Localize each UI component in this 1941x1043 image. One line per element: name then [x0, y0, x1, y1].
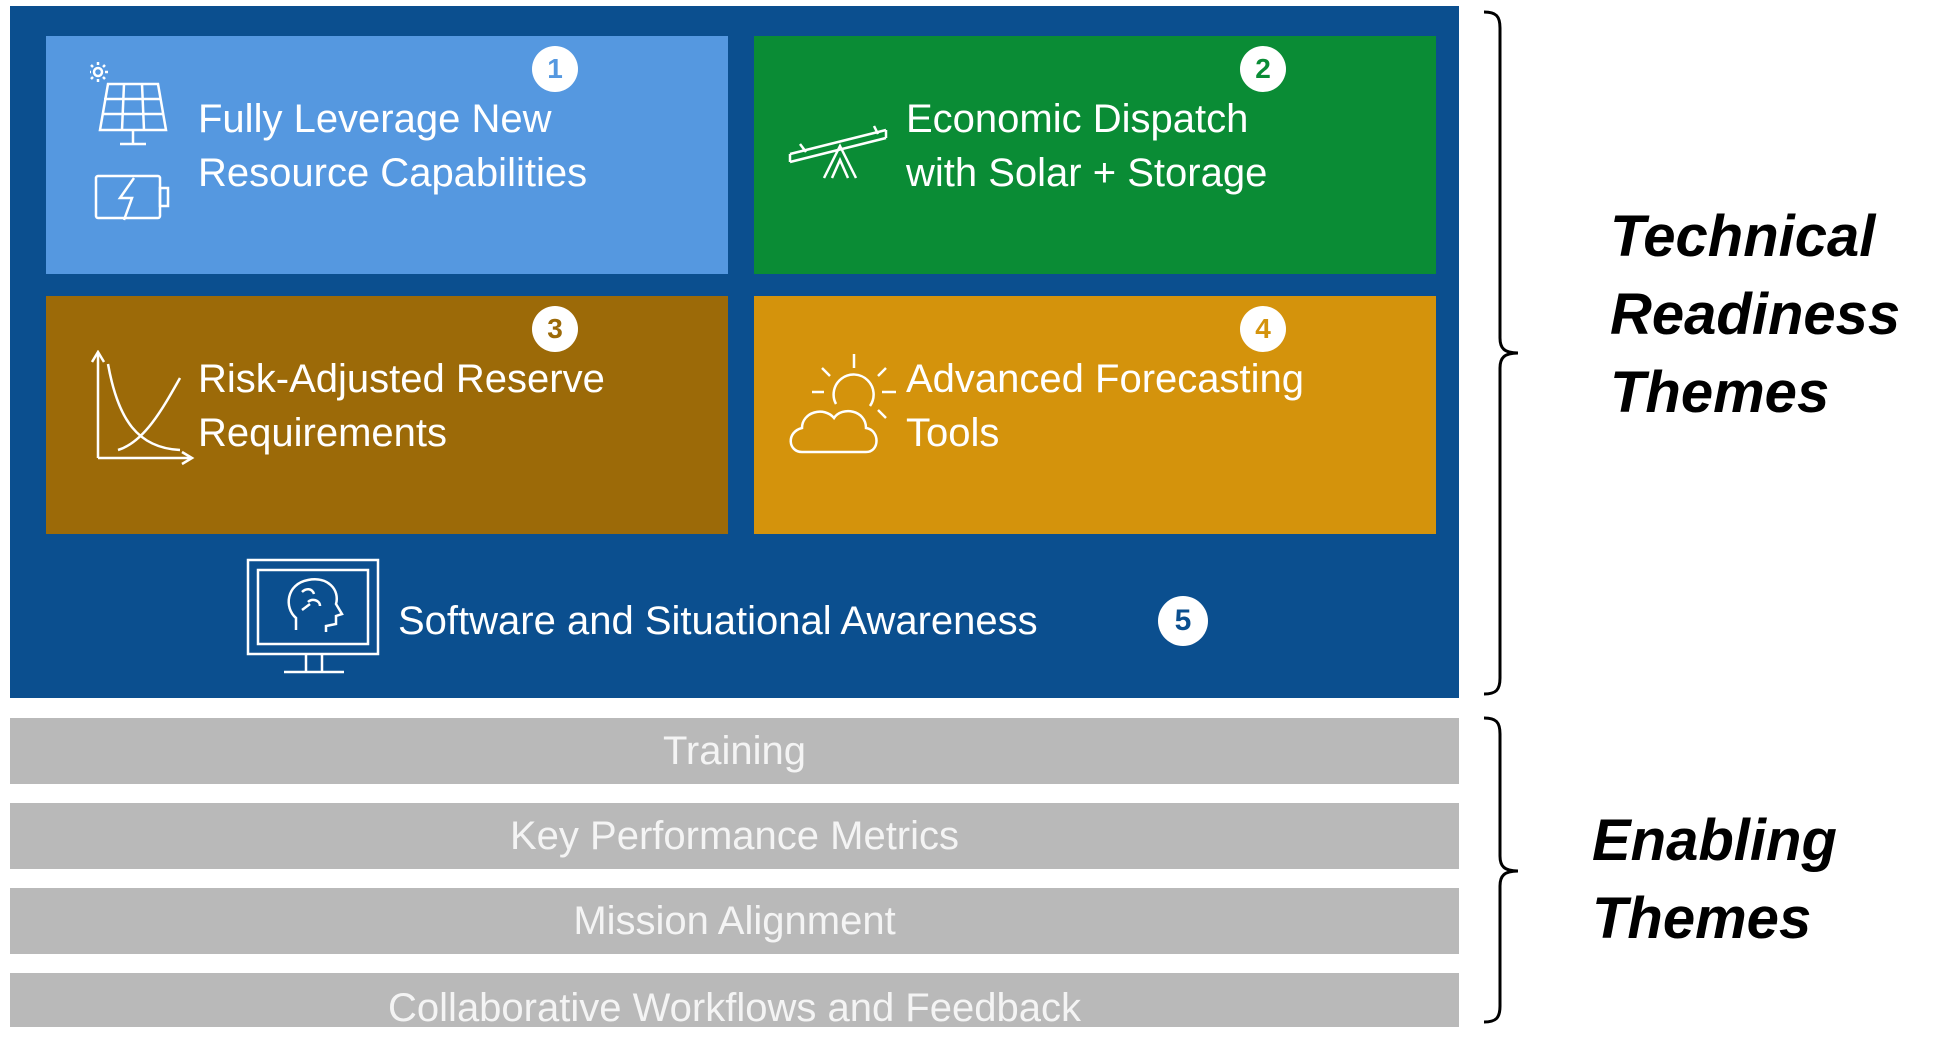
battery-charging-icon — [94, 174, 170, 221]
enabling-bar-collaborative-workflows: Collaborative Workflows and Feedback — [10, 973, 1459, 1030]
technical-readiness-brace — [1483, 10, 1519, 696]
enabling-brace — [1483, 716, 1519, 1024]
enabling-bar-mission-alignment: Mission Alignment — [10, 888, 1459, 954]
sun-behind-cloud-icon — [789, 354, 896, 454]
theme-5-title: Software and Situational Awareness — [398, 599, 1038, 643]
theme-tile-3: Risk-Adjusted Reserve Requirements 3 — [46, 296, 728, 534]
theme-5-number-badge: 5 — [1158, 596, 1208, 646]
theme-tile-1: Fully Leverage New Resource Capabilities… — [46, 36, 728, 274]
theme-3-title: Risk-Adjusted Reserve Requirements — [198, 357, 605, 455]
theme-tile-2: Economic Dispatch with Solar + Storage 2 — [754, 36, 1436, 274]
enabling-themes-label: Enabling Themes — [1592, 808, 1837, 951]
enabling-bar-key-performance-metrics: Key Performance Metrics — [10, 803, 1459, 869]
theme-1-title: Fully Leverage New Resource Capabilities — [198, 97, 588, 195]
decay-curve-chart-icon — [90, 350, 195, 466]
enabling-bar-training: Training — [10, 718, 1459, 784]
technical-readiness-label: Technical Readiness Themes — [1610, 204, 1901, 425]
theme-2-title: Economic Dispatch with Solar + Storage — [906, 97, 1268, 195]
theme-3-number-badge: 3 — [532, 306, 578, 352]
monitor-brain-icon — [246, 558, 380, 674]
theme-4-title: Advanced Forecasting Tools — [906, 357, 1305, 455]
theme-4-number-badge: 4 — [1240, 306, 1286, 352]
theme-tile-5: Software and Situational Awareness 5 — [246, 558, 1246, 688]
technical-readiness-panel: Fully Leverage New Resource Capabilities… — [10, 6, 1459, 698]
theme-1-number-badge: 1 — [532, 46, 578, 92]
theme-2-number-badge: 2 — [1240, 46, 1286, 92]
seesaw-balance-icon — [788, 125, 888, 179]
theme-tile-4: Advanced Forecasting Tools 4 — [754, 296, 1436, 534]
solar-panel-icon — [90, 62, 170, 221]
